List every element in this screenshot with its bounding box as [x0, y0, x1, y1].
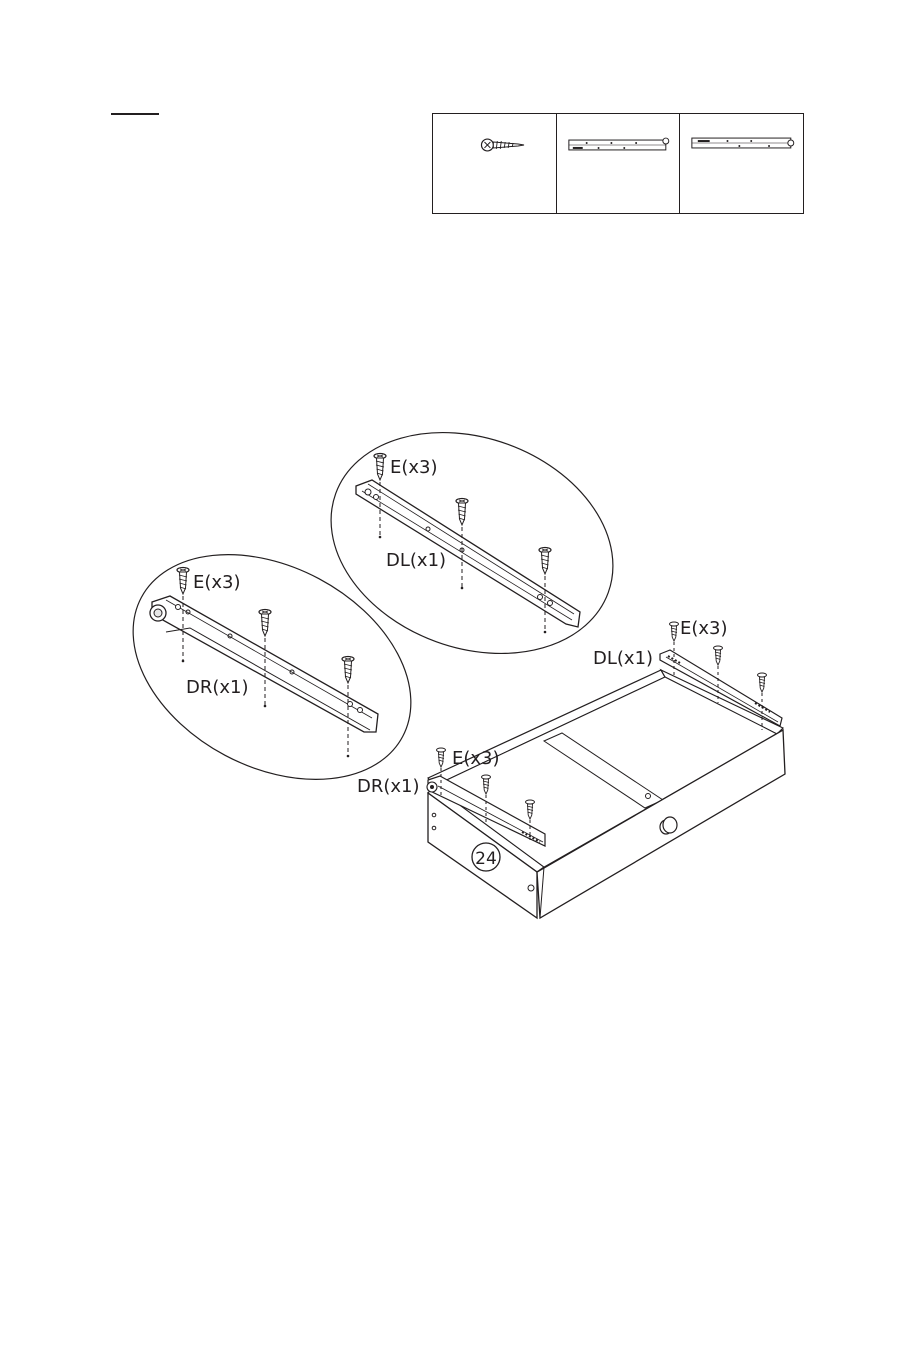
- drawer-box: E(x3) DR(x1) E(x3) DL(x1) 24: [357, 618, 785, 918]
- dl-detail-screws-label: E(x3): [390, 457, 438, 478]
- dr-drawer-screws-label: E(x3): [452, 748, 500, 769]
- dr-drawer-rail-label: DR(x1): [357, 776, 420, 797]
- panel-number-badge: 24: [472, 843, 500, 871]
- dl-rail-detail: E(x3) DL(x1): [300, 395, 644, 692]
- dr-detail-screws-label: E(x3): [193, 572, 241, 593]
- dl-drawer-rail-label: DL(x1): [593, 648, 653, 669]
- dl-drawer-screws-label: E(x3): [680, 618, 728, 639]
- dl-detail-rail-label: DL(x1): [386, 550, 446, 571]
- dr-detail-rail-label: DR(x1): [186, 677, 249, 698]
- panel-number: 24: [475, 849, 497, 869]
